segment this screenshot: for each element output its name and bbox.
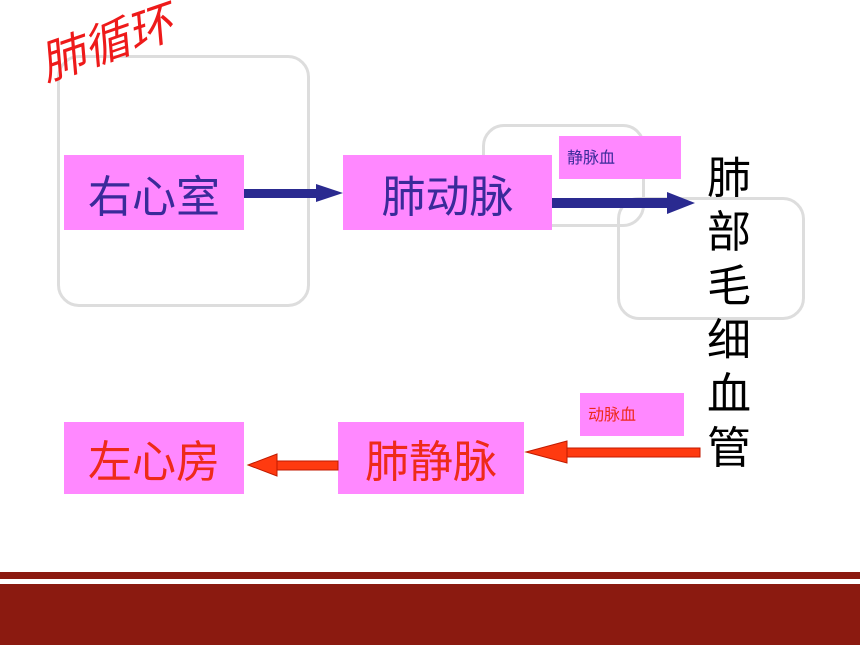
node-pulmonary-artery: 肺动脉 bbox=[343, 155, 552, 230]
frame-left bbox=[57, 55, 310, 307]
node-lung-capillaries: 肺 部 毛 细 血 管 bbox=[698, 152, 760, 476]
label-arterial-blood: 动脉血 bbox=[580, 393, 684, 436]
footer-band bbox=[0, 584, 860, 645]
node-left-atrium: 左心房 bbox=[64, 422, 244, 494]
node-pulmonary-vein: 肺静脉 bbox=[338, 422, 524, 494]
capillary-char: 部 bbox=[707, 207, 751, 258]
arrow-capillaries-to-pv bbox=[524, 440, 701, 464]
capillary-char: 管 bbox=[707, 423, 751, 474]
capillary-char: 血 bbox=[707, 369, 751, 420]
capillary-char: 毛 bbox=[707, 261, 751, 312]
arrow-pv-to-la bbox=[246, 453, 339, 477]
node-right-ventricle: 右心室 bbox=[64, 155, 244, 230]
frame-right bbox=[617, 197, 805, 320]
arrow-rv-to-pa bbox=[244, 184, 343, 202]
arrow-pa-to-capillaries bbox=[552, 192, 695, 214]
capillary-char: 细 bbox=[707, 315, 751, 366]
capillary-char: 肺 bbox=[707, 153, 751, 204]
footer-stripe bbox=[0, 572, 860, 579]
label-venous-blood: 静脉血 bbox=[559, 136, 681, 179]
